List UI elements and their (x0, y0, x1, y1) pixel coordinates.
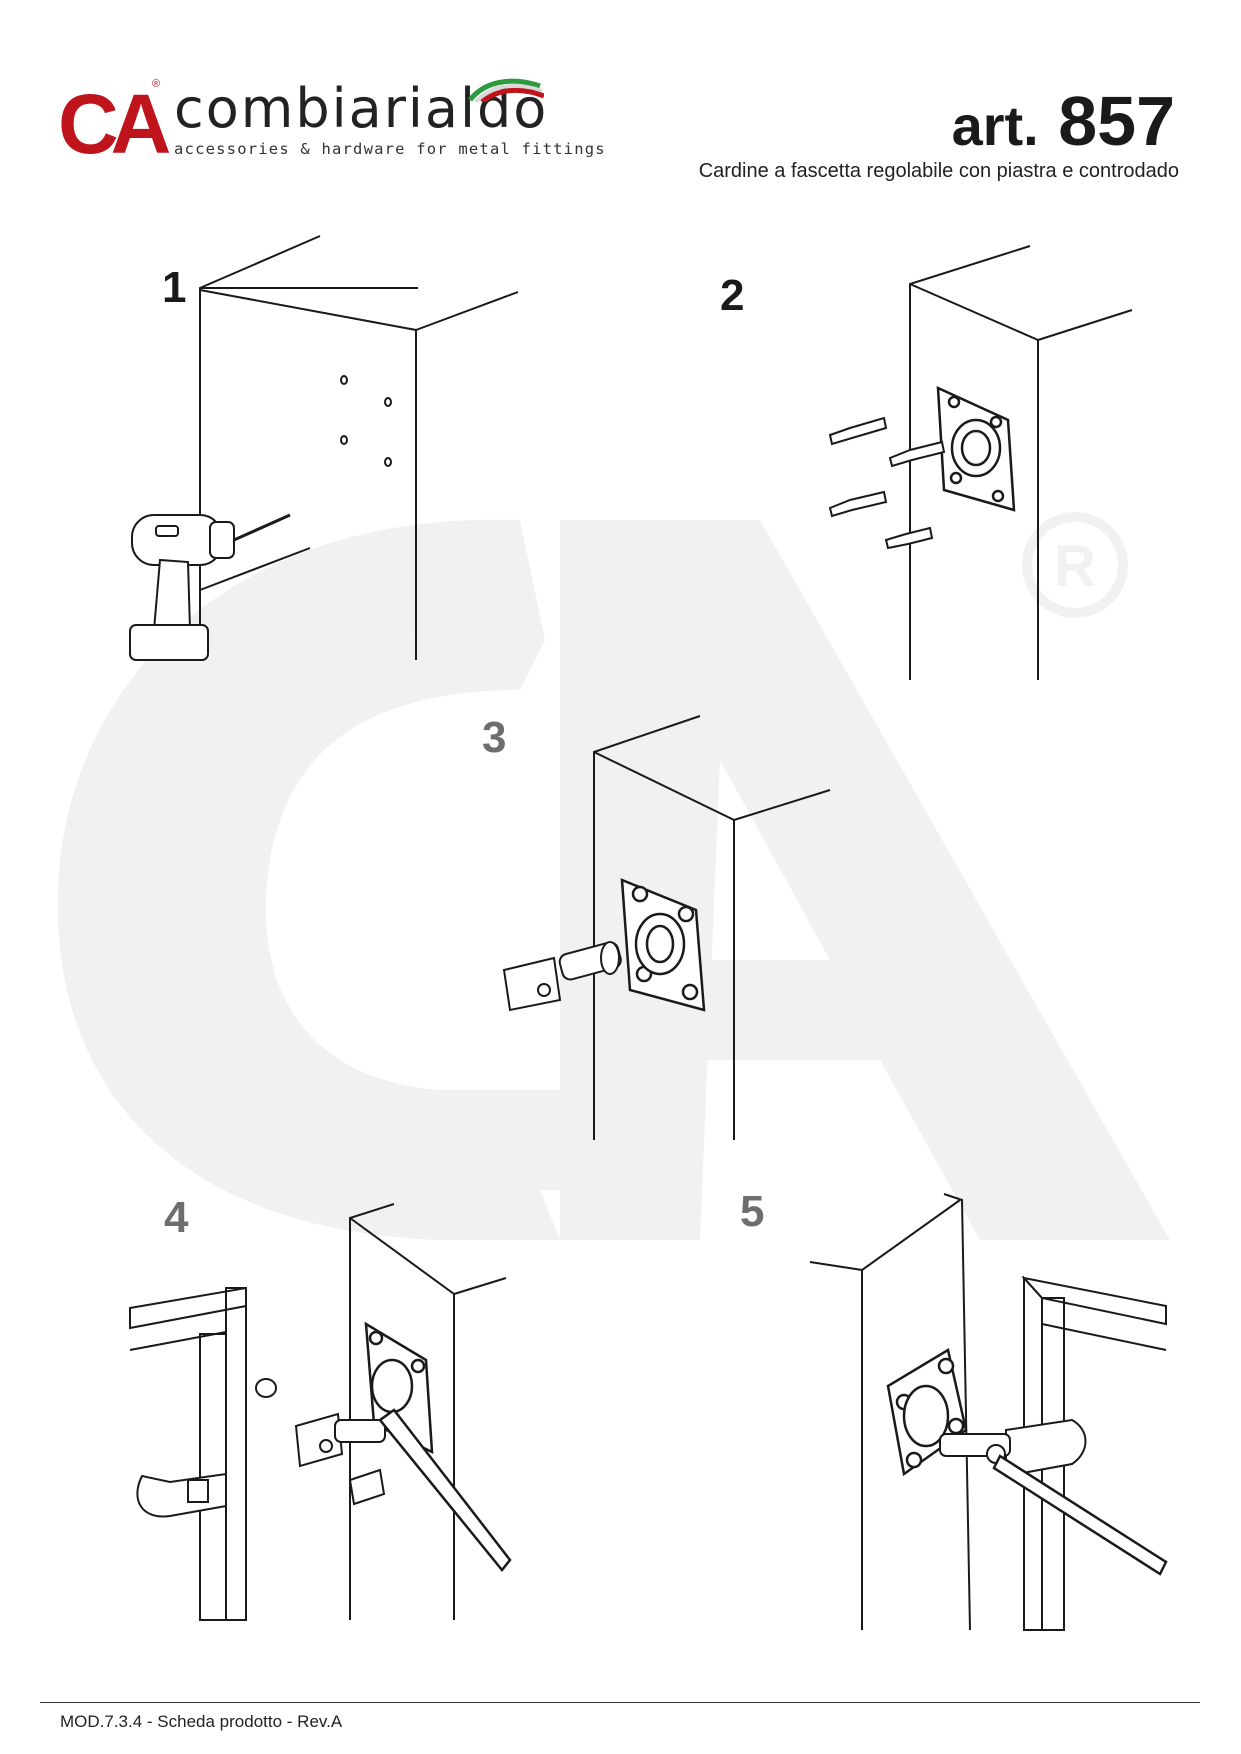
hinge-pin-icon (502, 941, 622, 1012)
band-clamp-icon (136, 1378, 277, 1518)
brand-logo: CA ® combiarialdo accessories & hardware… (58, 78, 618, 168)
step-2-plate-bolts-illustration (828, 245, 1133, 680)
product-subtitle: Cardine a fascetta regolabile con piastr… (698, 160, 1179, 182)
step-number-5: 5 (740, 1187, 765, 1236)
step-number-1: 1 (162, 263, 187, 312)
article-number: 857 (1058, 82, 1175, 160)
article-title: art. 857 (952, 86, 1175, 156)
footer-divider (40, 1702, 1200, 1703)
step-4-clamp-install-illustration (129, 1203, 512, 1621)
article-prefix: art. (951, 94, 1039, 157)
wrench-icon (992, 1454, 1168, 1576)
step-5-final-tightening-illustration (809, 1193, 1168, 1631)
wrench-icon (378, 1408, 512, 1572)
step-number-3: 3 (482, 713, 507, 762)
footer-document-code: MOD.7.3.4 - Scheda prodotto - Rev.A (60, 1712, 343, 1731)
logo-tagline: accessories & hardware for metal fitting… (174, 140, 606, 158)
step-number-2: 2 (720, 271, 745, 320)
bolt-icon (828, 416, 946, 550)
step-number-4: 4 (164, 1193, 189, 1242)
logo-mark: CA (58, 77, 171, 171)
mounting-plate-icon (620, 878, 706, 1012)
mounting-plate-icon (936, 385, 1016, 512)
drill-icon (129, 513, 291, 661)
italian-flag-swoosh-icon (468, 78, 544, 102)
band-clamp-icon (939, 1418, 1087, 1478)
logo-registered-mark: ® (152, 78, 161, 90)
step-1-drilling-illustration (129, 235, 519, 661)
step-3-hinge-pin-illustration (502, 715, 831, 1140)
hinge-pin-icon (294, 1412, 386, 1506)
